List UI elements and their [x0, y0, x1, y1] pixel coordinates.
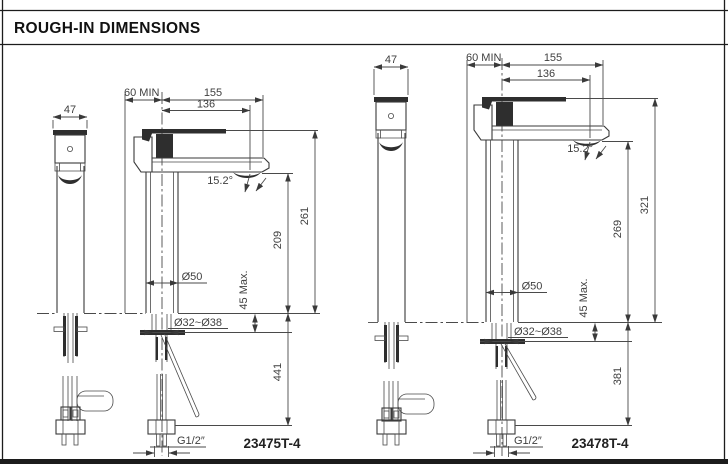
model-number-right: 23478T-4 [571, 436, 629, 451]
dim-below-deck-right: 381 [612, 367, 624, 385]
faucet-side-view-right [466, 58, 610, 456]
dim-height-outlet-left: 209 [272, 231, 284, 249]
dim-body-dia-right: Ø50 [522, 281, 543, 293]
dim-reach-total-right: 155 [544, 52, 562, 64]
page-title: ROUGH-IN DIMENSIONS [14, 20, 201, 37]
faucet-front-view-left [53, 130, 114, 446]
dimensions-left: 47 60 MIN 155 136 15.2° 261 209 [52, 87, 318, 457]
dim-thread-right: G1/2″ [514, 435, 542, 447]
dim-reach-total-left: 155 [204, 87, 222, 99]
dim-height-total-left: 261 [299, 207, 311, 225]
dim-thread-left: G1/2″ [177, 435, 205, 447]
dimensions-right: 47 60 MIN 155 136 15.2° 321 269 [373, 52, 658, 457]
dim-deck-max-right: 45 Max. [578, 278, 590, 317]
drawing-23475T-4: 47 60 MIN 155 136 15.2° 261 209 [37, 87, 320, 457]
dim-front-width-right: 47 [385, 54, 397, 66]
dim-spray-angle-left: 15.2° [207, 175, 233, 187]
faucet-front-view-right [374, 97, 435, 446]
dim-hole-dia-right: Ø32~Ø38 [514, 326, 562, 338]
dim-min-clearance-right: 60 MIN [466, 52, 502, 64]
dim-reach-outlet-right: 136 [537, 68, 555, 80]
dim-body-dia-left: Ø50 [182, 271, 203, 283]
dim-min-clearance-left: 60 MIN [124, 87, 160, 99]
dim-height-outlet-right: 269 [612, 220, 624, 238]
drawing-23478T-4: 47 60 MIN 155 136 15.2° 321 269 [368, 52, 662, 457]
dim-deck-max-left: 45 Max. [238, 270, 250, 309]
model-number-left: 23475T-4 [243, 436, 301, 451]
dim-front-width-left: 47 [64, 104, 76, 116]
dim-hole-dia-left: Ø32~Ø38 [174, 317, 222, 329]
dim-height-total-right: 321 [639, 196, 651, 214]
dim-below-deck-left: 441 [272, 363, 284, 381]
dim-reach-outlet-left: 136 [197, 99, 215, 111]
